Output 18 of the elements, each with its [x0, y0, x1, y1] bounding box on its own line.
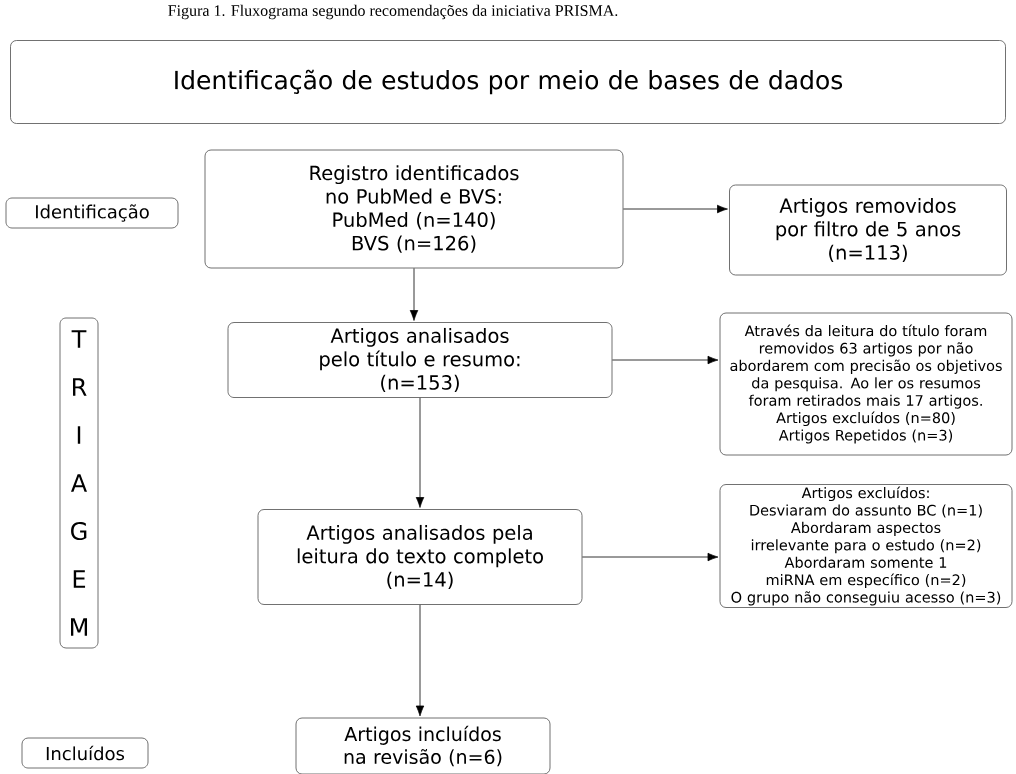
process-box: Registro identificados no PubMed e BVS: PubMed (n=140) BVS (n=126) — [204, 149, 624, 269]
stage-label: TRIAGEM — [59, 317, 99, 649]
stage-label: Incluídos — [21, 737, 149, 769]
figure-caption: Figura 1. Fluxograma segundo recomendações da iniciativa PRISMA. — [168, 4, 618, 20]
arrow — [409, 268, 419, 321]
arrow — [415, 397, 425, 508]
exclusion-box: Através da leitura do título foram removidos 63 artigos por não abordarem com precisão os objetivos da pesquisa. Ao ler os resumos foram retirados mais 17 artigos. Artigos excluídos (n=80) Artigos Repetidos (n=3) — [719, 312, 1013, 456]
arrow — [612, 355, 719, 365]
arrow — [623, 204, 728, 214]
process-box: Artigos incluídos na revisão (n=6) — [295, 717, 551, 774]
arrow — [582, 552, 719, 562]
stage-label: Identificação — [5, 197, 179, 229]
arrow — [415, 604, 425, 717]
exclusion-box: Artigos excluídos: Desviaram do assunto BC (n=1) Abordaram aspectos irrelevante para o estudo (n=2) Abordaram somente 1 miRNA em específico (n=2) O grupo não conseguiu acesso (n=3) — [719, 484, 1013, 608]
process-box: Artigos analisados pela leitura do texto completo (n=14) — [257, 509, 583, 605]
banner-box: Identificação de estudos por meio de bases de dados — [10, 40, 1006, 124]
exclusion-box: Artigos removidos por filtro de 5 anos (n=113) — [729, 184, 1007, 276]
process-box: Artigos analisados pelo título e resumo: (n=153) — [227, 322, 613, 398]
